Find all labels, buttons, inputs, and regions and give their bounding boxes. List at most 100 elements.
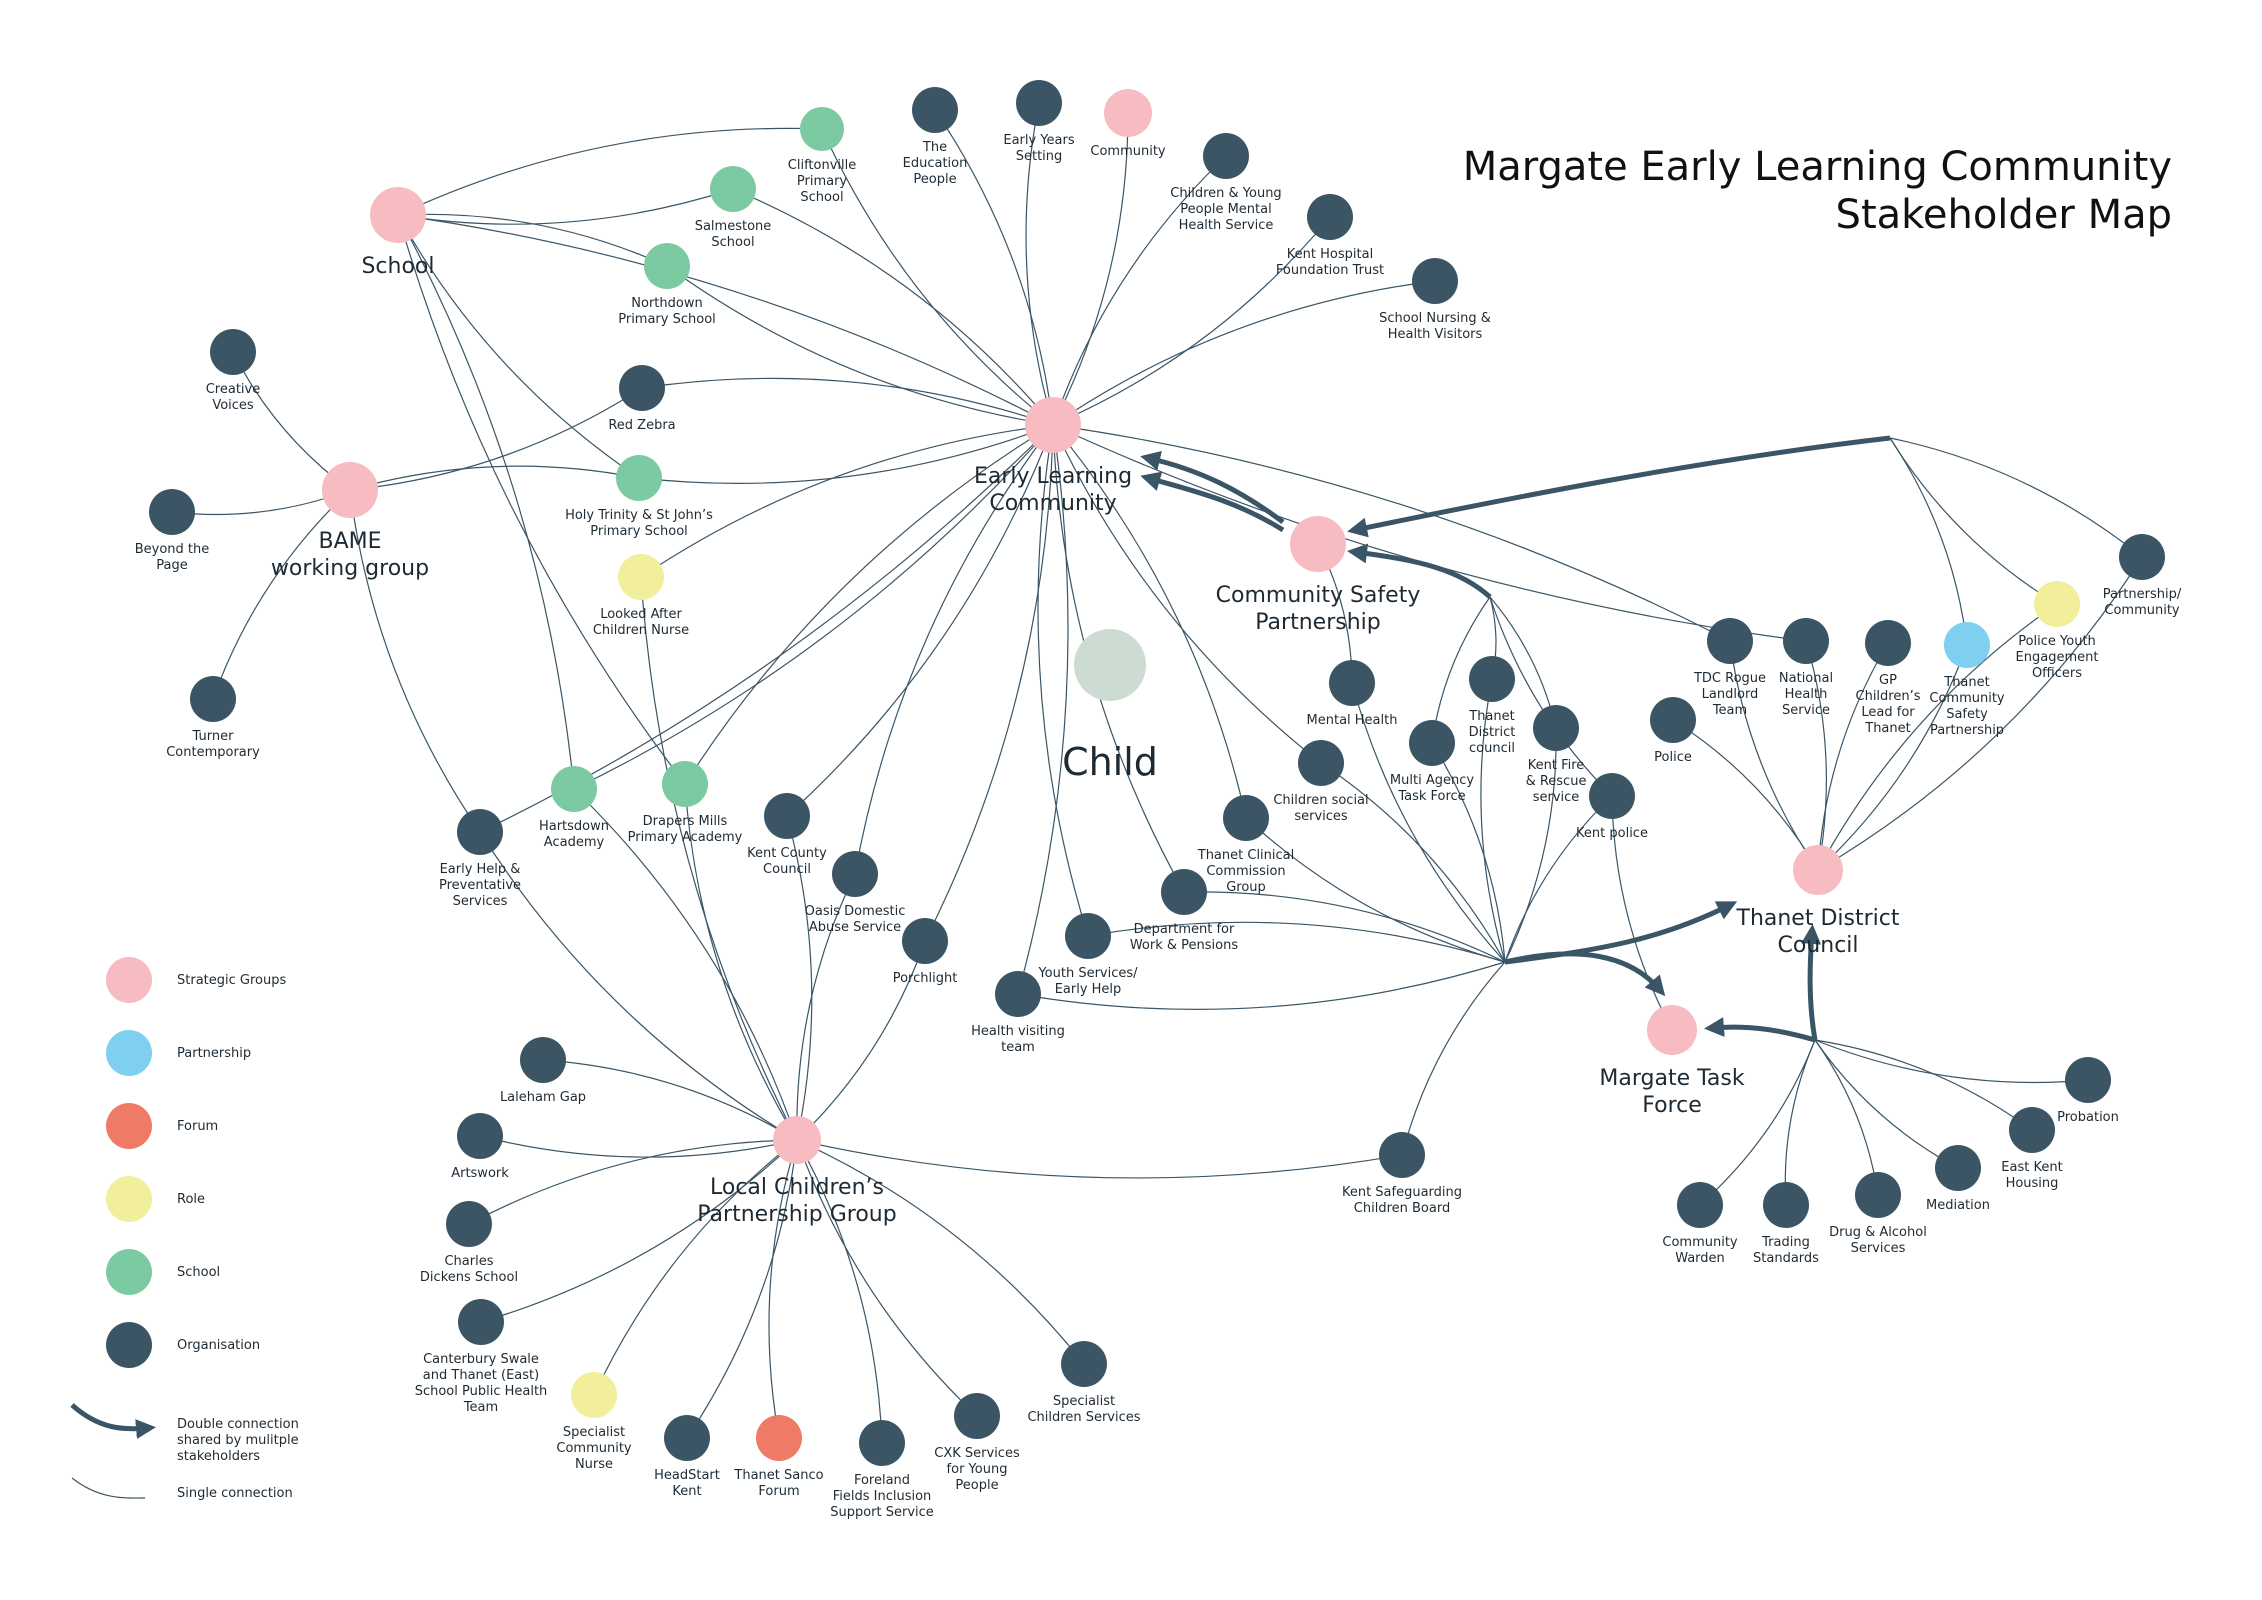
connection-tdc-gplead (1817, 642, 1889, 871)
connection-school-holytrinity (397, 214, 640, 479)
node-label-sanco: Thanet Sanco (733, 1468, 823, 1483)
node-community[interactable]: Community (1090, 89, 1166, 159)
connections-layer (171, 102, 2143, 1444)
node-partcomm[interactable]: Partnership/Community (2103, 534, 2182, 618)
node-schoolnursing[interactable]: School Nursing &Health Visitors (1379, 258, 1491, 342)
node-label-drug: Services (1851, 1241, 1906, 1256)
node-circle-drapers (662, 761, 708, 807)
node-laleham[interactable]: Laleham Gap (500, 1037, 586, 1105)
double-connection-hub-to-mtf (1504, 951, 1666, 997)
node-label-trading: Trading (1761, 1235, 1810, 1250)
connection-bame-earlyhelp (349, 489, 481, 833)
node-circle-foreland (859, 1420, 905, 1466)
legend-single-connection-label: Single connection (177, 1486, 293, 1501)
node-kentpolice[interactable]: Kent police (1576, 773, 1648, 841)
node-mediation[interactable]: Mediation (1926, 1145, 1990, 1213)
node-label-drapers: Primary Academy (628, 830, 743, 845)
connection-hub4-drug (1814, 1039, 1879, 1196)
node-circle-headstart (664, 1415, 710, 1461)
node-circle-redzebra (619, 365, 665, 411)
node-label-cypmhs: Health Service (1179, 218, 1274, 233)
node-school[interactable]: School (361, 187, 435, 279)
node-label-healthvisit: team (1001, 1040, 1035, 1055)
node-youthsvc[interactable]: Youth Services/Early Help (1037, 913, 1138, 997)
connection-school-salmestone (397, 188, 734, 225)
connection-hub-csocial (1320, 762, 1506, 963)
node-circle-lcpg (773, 1116, 821, 1164)
node-circle-laleham (520, 1037, 566, 1083)
node-label-tdcrogue: TDC Rogue (1693, 671, 1766, 686)
connection-hub-matf (1431, 742, 1506, 963)
node-probation[interactable]: Probation (2057, 1057, 2119, 1125)
node-police[interactable]: Police (1650, 697, 1696, 765)
node-label-specnurse: Specialist (563, 1425, 625, 1440)
node-label-matf: Multi Agency (1390, 773, 1474, 788)
node-label-kentfire: Kent Fire (1528, 758, 1585, 773)
node-label-drapers: Drapers Mills (643, 814, 728, 829)
double-connection-hub3-to-csp (1347, 435, 1891, 538)
node-circle-canterbury (458, 1299, 504, 1345)
node-label-cliftonville: School (800, 190, 843, 205)
connection-tdc-tdcrogue (1729, 640, 1819, 871)
connection-tdc-partcomm (1817, 556, 2143, 871)
node-label-beyond: Page (156, 558, 187, 573)
node-label-lcpg: Partnership Group (697, 1202, 896, 1227)
node-mentalhealth[interactable]: Mental Health (1307, 660, 1398, 728)
node-child[interactable]: Child (1062, 629, 1158, 784)
node-label-cxk: for Young (947, 1462, 1008, 1477)
node-artswork[interactable]: Artswork (451, 1113, 509, 1181)
node-porchlight[interactable]: Porchlight (893, 918, 958, 986)
connection-lcpg-porchlight (796, 940, 926, 1141)
node-label-partcomm: Partnership/ (2103, 587, 2182, 602)
node-redzebra[interactable]: Red Zebra (608, 365, 676, 433)
